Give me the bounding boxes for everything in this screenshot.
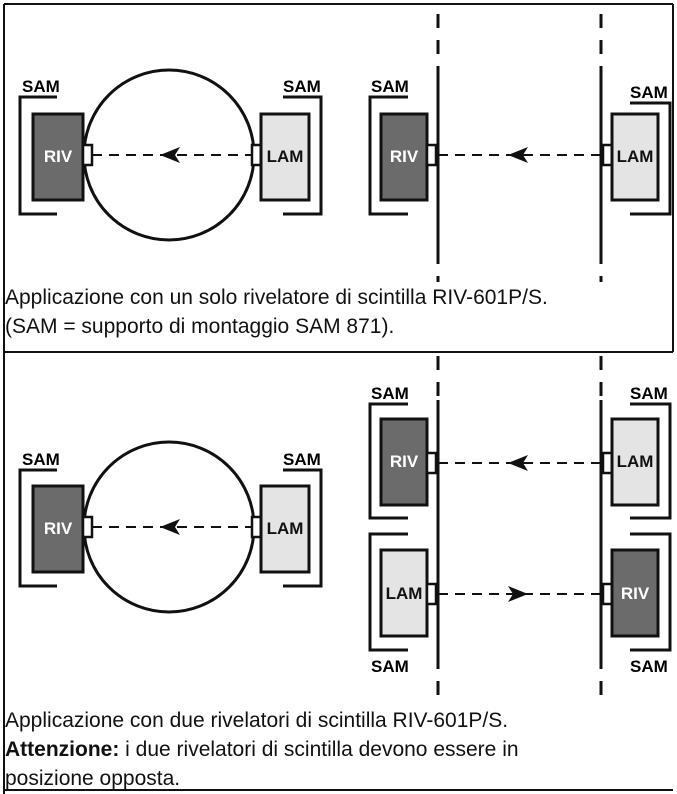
sam-bracket-right bbox=[630, 101, 672, 216]
lam-connector bbox=[425, 582, 438, 606]
sam-bracket-left bbox=[368, 532, 408, 652]
lam-label: LAM bbox=[617, 452, 654, 471]
sam-label: SAM bbox=[371, 384, 409, 403]
riv-connector bbox=[81, 143, 94, 167]
riv-label: RIV bbox=[621, 584, 650, 603]
riv-sensor bbox=[379, 112, 429, 202]
arrow-left-icon bbox=[508, 455, 528, 471]
warning-text: i due rivelatori di scintilla devono ess… bbox=[119, 738, 519, 761]
riv-sensor bbox=[31, 112, 85, 202]
sam-label: SAM bbox=[630, 83, 668, 102]
sam-bracket-right bbox=[630, 402, 672, 520]
lam-sensor bbox=[610, 417, 660, 507]
lam-label: LAM bbox=[386, 584, 423, 603]
sam-bracket-right bbox=[630, 532, 672, 652]
top-caption-line-2: (SAM = supporto di montaggio SAM 871). bbox=[5, 315, 395, 338]
top-caption-line-1: Applicazione con un solo rivelatore di s… bbox=[5, 286, 548, 309]
lam-sensor bbox=[259, 112, 311, 202]
lam-label: LAM bbox=[617, 147, 654, 166]
lam-label: LAM bbox=[267, 519, 304, 538]
sam-bracket-left bbox=[18, 95, 57, 216]
riv-connector bbox=[81, 515, 94, 539]
riv-label: RIV bbox=[390, 452, 419, 471]
sam-label: SAM bbox=[283, 450, 321, 469]
sam-bracket-right bbox=[283, 468, 323, 588]
top-right-diagram: SAM RIV LAM SAM bbox=[368, 14, 672, 282]
sam-bracket-right bbox=[283, 95, 323, 216]
sam-label: SAM bbox=[371, 77, 409, 96]
riv-sensor bbox=[610, 548, 660, 638]
lam-label: LAM bbox=[267, 147, 304, 166]
top-left-diagram: SAM RIV LAM SAM bbox=[18, 68, 323, 242]
bottom-left-diagram: SAM RIV LAM SAM bbox=[18, 440, 323, 614]
sam-bracket-left bbox=[18, 468, 57, 588]
riv-label: RIV bbox=[390, 147, 419, 166]
sam-label: SAM bbox=[630, 384, 668, 403]
sam-label: SAM bbox=[630, 657, 668, 676]
sam-bracket-left bbox=[368, 95, 408, 216]
arrow-left-icon bbox=[160, 147, 180, 163]
warning-label: Attenzione: bbox=[5, 738, 120, 761]
sam-label: SAM bbox=[283, 77, 321, 96]
bottom-caption-line-1: Applicazione con due rivelatori di scint… bbox=[5, 709, 509, 732]
arrow-right-icon bbox=[508, 586, 528, 602]
arrow-left-icon bbox=[160, 519, 180, 535]
lam-sensor bbox=[610, 112, 660, 202]
bottom-right-diagram: SAM RIV LAM SAM SAM LAM RIV SAM bbox=[368, 356, 672, 700]
arrow-left-icon bbox=[508, 147, 528, 163]
sam-label: SAM bbox=[22, 450, 60, 469]
bottom-caption-line-2: Attenzione: i due rivelatori di scintill… bbox=[5, 735, 519, 764]
sam-label: SAM bbox=[22, 77, 60, 96]
lam-sensor bbox=[379, 548, 429, 638]
sam-label: SAM bbox=[371, 657, 409, 676]
sam-bracket-left bbox=[368, 402, 408, 520]
lam-sensor bbox=[259, 484, 311, 574]
top-caption: Applicazione con un solo rivelatore di s… bbox=[5, 283, 548, 341]
riv-label: RIV bbox=[44, 519, 73, 538]
riv-sensor bbox=[379, 417, 429, 507]
riv-label: RIV bbox=[44, 147, 73, 166]
bottom-caption: Applicazione con due rivelatori di scint… bbox=[5, 706, 519, 793]
bottom-caption-line-3: posizione opposta. bbox=[5, 767, 181, 790]
riv-connector bbox=[425, 143, 438, 167]
riv-sensor bbox=[31, 484, 85, 574]
riv-connector bbox=[425, 451, 438, 475]
